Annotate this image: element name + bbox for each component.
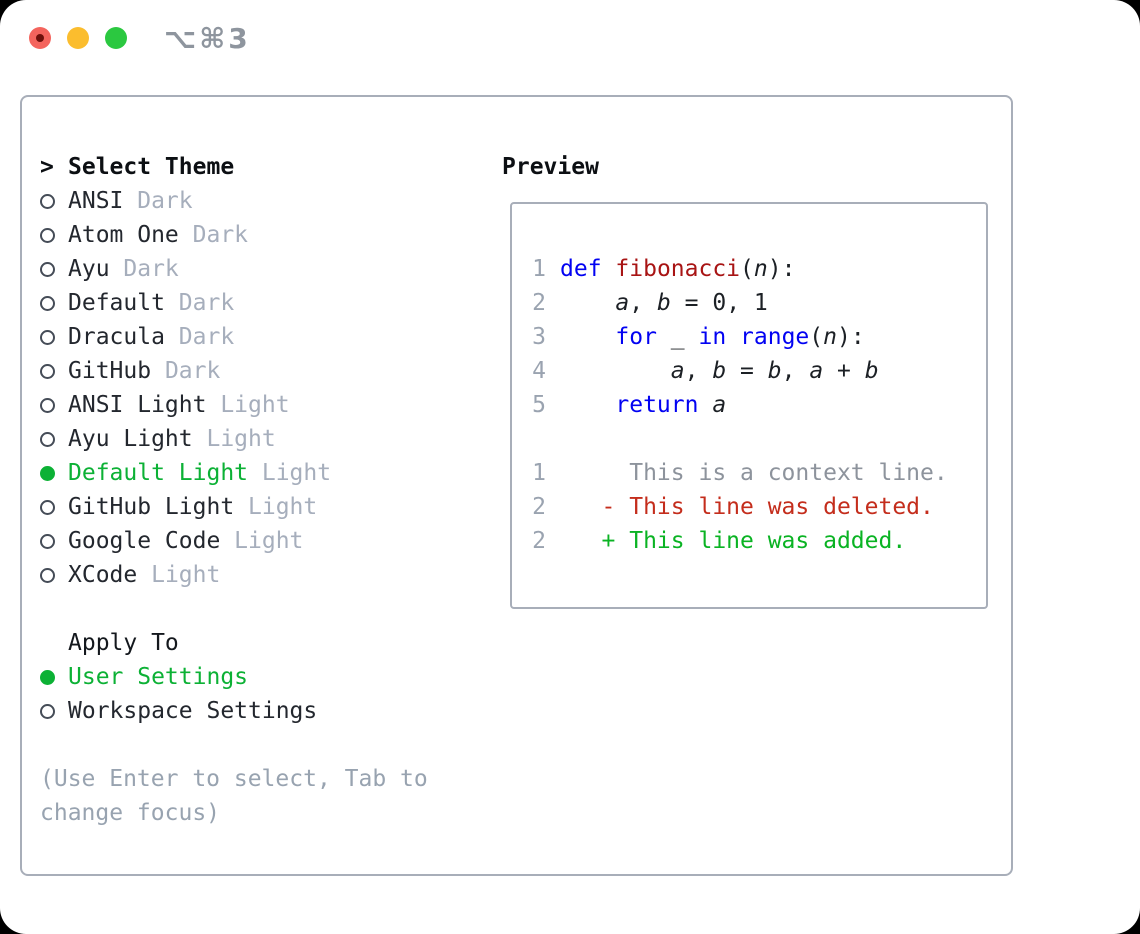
radio-icon [40,329,55,345]
theme-name: XCode [68,562,138,588]
theme-name: Dracula [68,324,165,350]
window-title: ⌥⌘3 [164,22,251,55]
code-line: 2 - This line was deleted. [532,494,934,520]
radio-icon [40,465,55,481]
apply-to-list: User Settings Workspace Settings [40,660,317,728]
theme-tag: Light [220,392,290,418]
theme-tag: Dark [192,222,249,248]
theme-dialog-panel: > Select Theme ANSI Dark Atom One Dark A… [20,95,1013,876]
code-line: 4 a, b = b, a + b [532,358,879,384]
window-titlebar: ⌥⌘3 [0,0,1140,78]
code-line: 3 for _ in range(n): [532,324,865,350]
apply-to-title: Apply To [68,630,179,656]
theme-option[interactable]: ANSI Dark [40,184,331,218]
theme-option[interactable]: Ayu Light Light [40,422,331,456]
theme-tag: Light [261,460,332,486]
close-button[interactable] [29,27,51,49]
radio-icon [40,703,55,719]
theme-name: Google Code [68,528,221,554]
theme-tag: Dark [164,358,221,384]
radio-icon [40,499,55,515]
code-line: 2 + This line was added. [532,528,907,554]
radio-icon [40,567,55,583]
theme-option[interactable]: XCode Light [40,558,331,592]
radio-icon [40,261,55,277]
theme-tag: Dark [178,290,235,316]
theme-option[interactable]: GitHub Dark [40,354,331,388]
theme-option[interactable]: Ayu Dark [40,252,331,286]
apply-to-option[interactable]: Workspace Settings [40,694,317,728]
code-line: 2 a, b = 0, 1 [532,290,768,316]
theme-option[interactable]: Atom One Dark [40,218,331,252]
apply-to-label: User Settings [68,664,249,690]
code-line: 5 return a [532,392,727,418]
radio-icon [40,669,55,685]
theme-name: Ayu [68,256,110,282]
preview-title: Preview [502,154,599,180]
prompt-caret: > [40,154,54,180]
code-line [532,422,984,456]
select-theme-header-row: > Select Theme [40,150,331,184]
theme-option[interactable]: ANSI Light Light [40,388,331,422]
theme-name: ANSI [68,188,124,214]
theme-tag: Dark [137,188,193,214]
theme-name: GitHub Light [68,494,235,520]
apply-to-header-row: Apply To [40,626,317,660]
theme-option[interactable]: GitHub Light Light [40,490,331,524]
select-theme-title: Select Theme [68,154,235,180]
theme-tag: Light [151,562,221,588]
radio-icon [40,193,55,209]
theme-option[interactable]: Default Dark [40,286,331,320]
minimize-button[interactable] [67,27,89,49]
keyboard-hint: (Use Enter to select, Tab to change focu… [40,766,428,826]
apply-to-option[interactable]: User Settings [40,660,317,694]
theme-tag: Light [248,494,318,520]
theme-section: > Select Theme ANSI Dark Atom One Dark A… [40,150,331,592]
close-dot-icon [36,34,44,42]
theme-tag: Dark [123,256,179,282]
theme-option[interactable]: Dracula Dark [40,320,331,354]
radio-icon [40,295,55,311]
theme-name: Default [68,290,165,316]
theme-option[interactable]: Google Code Light [40,524,331,558]
theme-tag: Light [206,426,276,452]
radio-icon [40,431,55,447]
radio-icon [40,397,55,413]
theme-name: ANSI Light [68,392,207,418]
theme-name: GitHub [68,358,152,384]
theme-name: Atom One [68,222,179,248]
theme-name: Ayu Light [68,426,193,452]
apply-to-section: Apply To User Settings Workspace Setting… [40,626,317,728]
theme-option[interactable]: Default Light Light [40,456,331,490]
theme-list: ANSI Dark Atom One Dark Ayu Dark Default… [40,184,331,592]
theme-tag: Dark [178,324,235,350]
code-line: 1 This is a context line. [532,460,948,486]
theme-name: Default Light [68,460,249,486]
radio-icon [40,533,55,549]
apply-to-label: Workspace Settings [68,698,318,724]
radio-icon [40,227,55,243]
zoom-button[interactable] [105,27,127,49]
radio-icon [40,363,55,379]
theme-tag: Light [234,528,304,554]
